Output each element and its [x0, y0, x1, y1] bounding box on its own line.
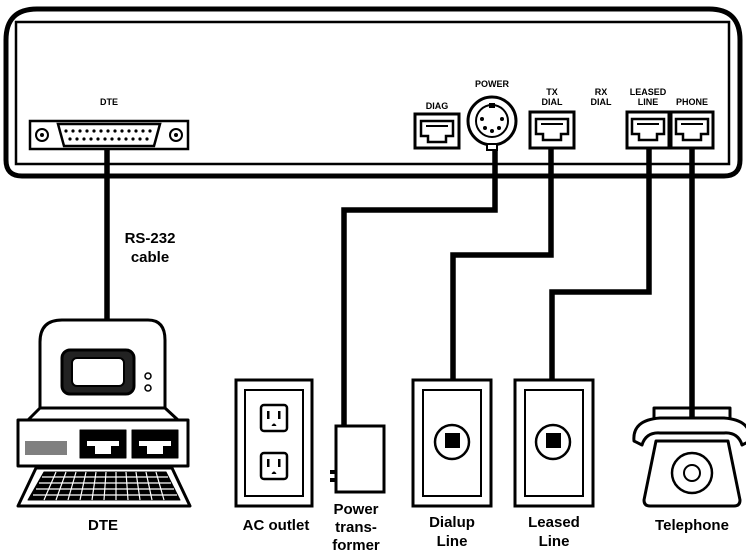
ac-outlet	[234, 378, 314, 508]
cables	[104, 148, 695, 432]
label-dialup-line-2: Line	[437, 533, 468, 550]
label-dte-device: DTE	[88, 517, 118, 534]
label-phone-port: PHONE	[676, 97, 708, 107]
label-ac-outlet: AC outlet	[243, 517, 310, 534]
label-dialup-line-1: Dialup	[429, 514, 475, 531]
dialup-line-cable	[450, 148, 554, 432]
rs232-cable-label-line1: RS-232	[125, 230, 176, 247]
label-leased-line-port-line1: LEASED	[630, 87, 667, 97]
power-transformer	[330, 424, 386, 494]
label-dte-port: DTE	[100, 97, 118, 107]
dte-db25-connector	[28, 119, 190, 151]
vent-grille	[25, 441, 67, 455]
leased-line-cable	[549, 148, 652, 432]
telephone-handset	[632, 416, 746, 447]
label-rx-dial-port-line2: DIAL	[591, 97, 612, 107]
label-tx-dial-port-line2: DIAL	[542, 97, 563, 107]
ac-receptacle-top	[259, 403, 289, 433]
diag-jack	[413, 112, 461, 150]
dte-computer	[16, 318, 192, 508]
ac-receptacle-bottom	[259, 451, 289, 481]
label-power-transformer-line2: trans-	[335, 519, 377, 536]
power-cable	[341, 150, 498, 428]
phone-jack	[669, 110, 715, 150]
label-diag-port: DIAG	[426, 101, 449, 111]
power-din-connector	[466, 95, 518, 151]
label-power-transformer-line1: Power	[333, 501, 378, 518]
dialup-wall-jack	[411, 378, 493, 508]
label-telephone: Telephone	[655, 517, 729, 534]
label-leased-line-2: Line	[539, 533, 570, 550]
label-tx-dial-port-line1: TX	[546, 87, 558, 97]
label-power-transformer-line3: former	[332, 537, 380, 554]
telephone-icon	[632, 406, 746, 508]
leased-line-wall-jack	[513, 378, 595, 508]
label-rx-dial-port-line1: RX	[595, 87, 608, 97]
rs232-cable-label-line2: cable	[131, 249, 169, 266]
tx-dial-jack	[528, 110, 576, 150]
leased-line-jack	[625, 110, 671, 150]
label-leased-line-1: Leased	[528, 514, 580, 531]
label-leased-line-port-line2: LINE	[638, 97, 659, 107]
label-power-port: POWER	[475, 79, 510, 89]
